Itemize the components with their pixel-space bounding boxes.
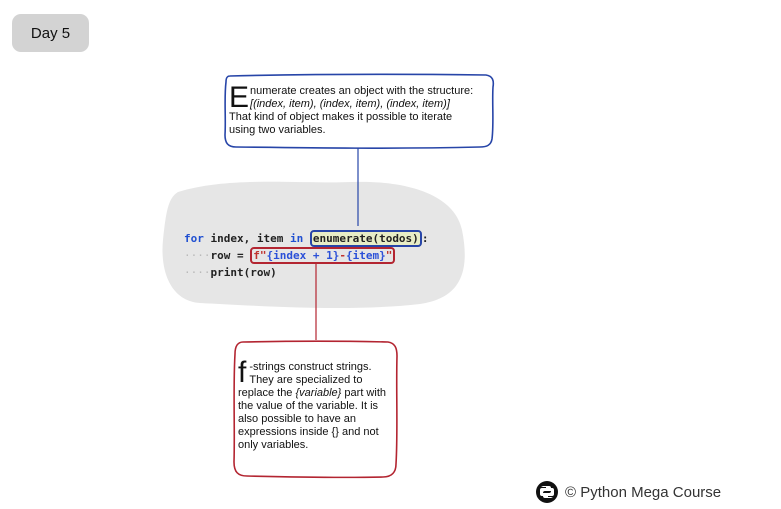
code-line-2: ····row = f"{index + 1}-{item}" bbox=[184, 247, 396, 264]
fstring-note: f -strings construct strings. They are s… bbox=[233, 340, 398, 479]
code-line-3: ····print(row) bbox=[184, 266, 277, 279]
enumerate-note-text: E numerate creates an object with the st… bbox=[229, 81, 474, 137]
credit: © Python Mega Course bbox=[535, 480, 721, 504]
enumerate-highlight: enumerate(todos) bbox=[309, 230, 422, 247]
enumerate-note: E numerate creates an object with the st… bbox=[224, 73, 495, 149]
fstring-highlight: f"{index + 1}-{item}" bbox=[250, 247, 396, 264]
code-block: for index, item in enumerate(todos): ···… bbox=[184, 230, 428, 281]
dropcap-e: E bbox=[229, 81, 250, 114]
code-line-1: for index, item in enumerate(todos): bbox=[184, 230, 429, 247]
enumerate-note-frame bbox=[224, 73, 495, 149]
fstring-note-text: f -strings construct strings. They are s… bbox=[238, 356, 386, 452]
day-label: Day 5 bbox=[30, 24, 71, 42]
dropcap-f: f bbox=[238, 356, 247, 389]
fstring-note-frame bbox=[233, 340, 398, 479]
credit-text: © Python Mega Course bbox=[565, 483, 722, 501]
python-logo-icon bbox=[536, 481, 558, 503]
day-badge: Day 5 bbox=[12, 14, 89, 52]
